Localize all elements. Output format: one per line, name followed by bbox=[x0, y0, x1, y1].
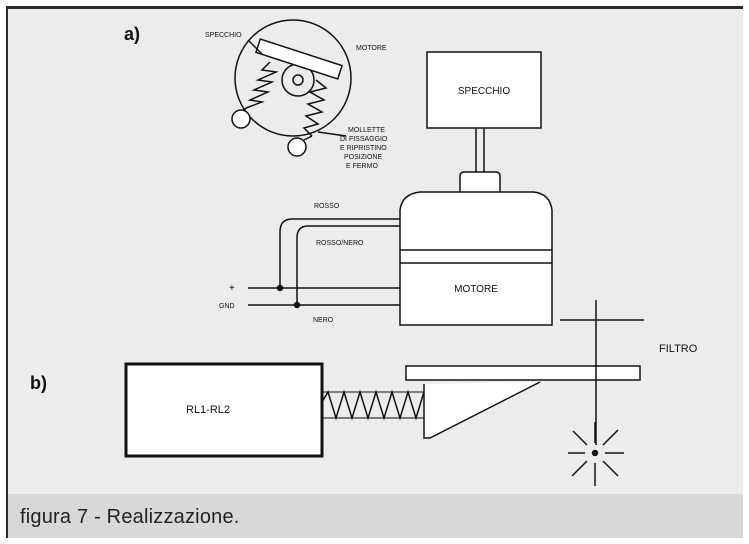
label-mollette-3: E RIPRISTINO bbox=[340, 145, 387, 152]
left-spring-anchor bbox=[231, 109, 251, 129]
label-specchio-small: SPECCHIO bbox=[205, 32, 242, 39]
panel-a-tag: a) bbox=[124, 24, 140, 44]
label-wire-nero: NERO bbox=[313, 317, 334, 324]
right-spring-anchor bbox=[287, 137, 307, 157]
leader-specchio bbox=[247, 39, 263, 55]
filter-bar bbox=[405, 365, 641, 381]
shaft-coupler bbox=[459, 171, 501, 192]
leader-mollette bbox=[317, 131, 347, 137]
label-filtro: FILTRO bbox=[659, 343, 698, 355]
junction-plus bbox=[276, 284, 284, 292]
wire-rosso-nero bbox=[296, 225, 400, 305]
label-wire-rosso-nero: ROSSO/NERO bbox=[316, 240, 364, 247]
label-mollette-4: POSIZIONE bbox=[344, 154, 382, 161]
mirror-bar bbox=[254, 38, 344, 80]
label-wire-gnd: GND bbox=[219, 303, 235, 310]
left-spring bbox=[245, 61, 279, 109]
label-relay: RL1-RL2 bbox=[186, 404, 230, 416]
caption-bar bbox=[8, 494, 743, 538]
motor-disc bbox=[234, 19, 352, 137]
wire-rosso bbox=[279, 218, 400, 288]
right-spring bbox=[302, 79, 328, 137]
label-motore-small: MOTORE bbox=[356, 45, 387, 52]
label-specchio-box: SPECCHIO bbox=[458, 86, 510, 97]
label-motore-box: MOTORE bbox=[454, 284, 498, 295]
junction-gnd bbox=[293, 301, 301, 309]
label-mollette-5: E FERMO bbox=[346, 163, 378, 170]
label-mollette-1: MOLLETTE bbox=[348, 127, 385, 134]
right-spring-end bbox=[303, 135, 313, 141]
specchio-box bbox=[426, 51, 542, 129]
relay-box bbox=[124, 362, 324, 458]
light-source bbox=[568, 422, 624, 486]
filter-lever bbox=[423, 381, 541, 439]
figure-caption: figura 7 - Realizzazione. bbox=[20, 506, 240, 528]
label-wire-rosso: ROSSO bbox=[314, 203, 340, 210]
motor-body bbox=[399, 191, 553, 326]
plunger-spring bbox=[321, 389, 425, 421]
top-view-assembly bbox=[231, 19, 352, 157]
label-wire-plus: + bbox=[229, 283, 235, 294]
panel-b-tag: b) bbox=[30, 373, 47, 393]
label-mollette-2: DI FISSAGGIO bbox=[340, 136, 388, 143]
motor-shaft bbox=[292, 74, 304, 86]
